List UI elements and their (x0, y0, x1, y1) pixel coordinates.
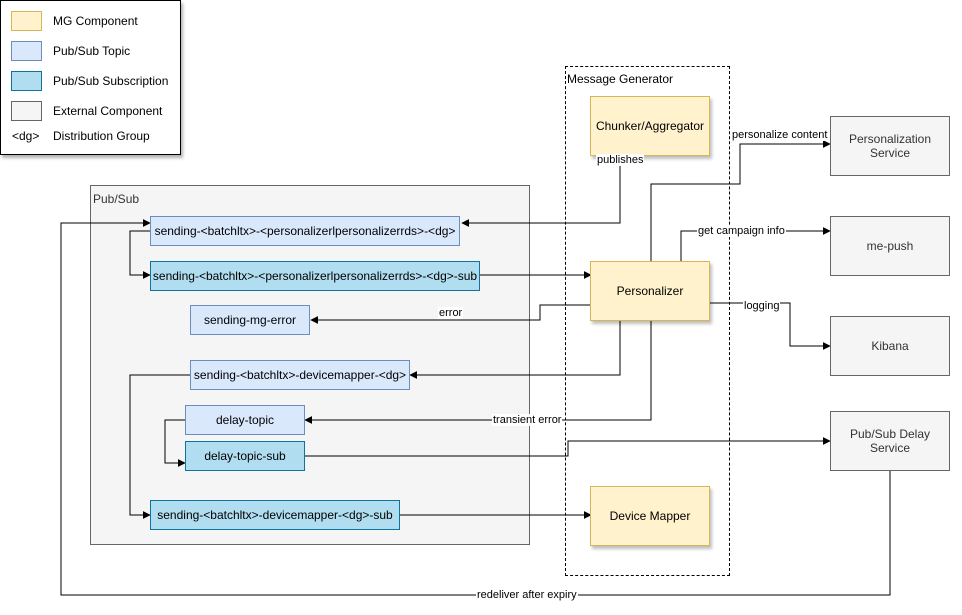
personalizer-node[interactable]: Personalizer (590, 261, 710, 321)
legend-subscription-label: Pub/Sub Subscription (53, 74, 169, 88)
delay-service-node[interactable]: Pub/Sub Delay Service (830, 411, 950, 471)
message-generator-group (565, 66, 730, 576)
edge-label-personalize-content: personalize content (731, 129, 829, 141)
chunker-aggregator-node[interactable]: Chunker/Aggregator (590, 96, 710, 156)
mg-error-topic-node[interactable]: sending-mg-error (190, 305, 310, 335)
edge-label-publishes: publishes (596, 154, 645, 166)
legend: MG Component Pub/Sub Topic Pub/Sub Subsc… (0, 0, 181, 155)
edge-redeliver (60, 219, 891, 596)
legend-topic-swatch (11, 41, 42, 61)
edge-personalize-content (650, 140, 831, 261)
edge-devicemapper-topic-to-sub (129, 374, 190, 519)
personalization-service-node[interactable]: Personalization Service (830, 116, 950, 176)
legend-dg-key: <dg> (12, 129, 40, 143)
edge-label-error: error (438, 307, 464, 319)
devicemapper-topic-node[interactable]: sending-<batchltx>-devicemapper-<dg> (190, 360, 410, 390)
edge-topic-to-sub (129, 230, 151, 279)
edge-label-transient-error: transient error (492, 414, 563, 426)
edge-label-get-campaign-info: get campaign info (697, 225, 786, 237)
legend-dg-label: Distribution Group (53, 129, 150, 143)
kibana-node[interactable]: Kibana (830, 316, 950, 376)
personalizer-topic-node[interactable]: sending-<batchltx>-<personalizerlpersona… (150, 216, 460, 246)
delay-subscription-node[interactable]: delay-topic-sub (185, 441, 305, 471)
edge-error (310, 304, 591, 324)
edge-delay-topic-to-sub (164, 419, 186, 467)
edge-label-logging: logging (743, 300, 781, 312)
me-push-node[interactable]: me-push (830, 216, 950, 276)
edge-publishes (461, 155, 621, 227)
legend-external-label: External Component (53, 104, 163, 118)
devicemapper-subscription-node[interactable]: sending-<batchltx>-devicemapper-<dg>-sub (150, 500, 400, 530)
edge-to-devicemapper-topic (409, 320, 621, 379)
message-generator-label: Message Generator (567, 72, 674, 86)
edge-transient-error (304, 320, 652, 424)
legend-subscription-swatch (11, 71, 42, 91)
legend-external-swatch (11, 101, 42, 121)
pubsub-group-label: Pub/Sub (93, 192, 140, 206)
legend-topic-label: Pub/Sub Topic (53, 44, 131, 58)
delay-topic-node[interactable]: delay-topic (185, 405, 305, 435)
legend-mg-label: MG Component (53, 14, 138, 28)
personalizer-subscription-node[interactable]: sending-<batchltx>-<personalizerlpersona… (150, 261, 480, 291)
edge-label-redeliver: redeliver after expiry (476, 589, 578, 601)
legend-mg-swatch (11, 11, 42, 31)
edge-delay-sub-to-service (305, 437, 831, 457)
device-mapper-node[interactable]: Device Mapper (590, 486, 710, 546)
